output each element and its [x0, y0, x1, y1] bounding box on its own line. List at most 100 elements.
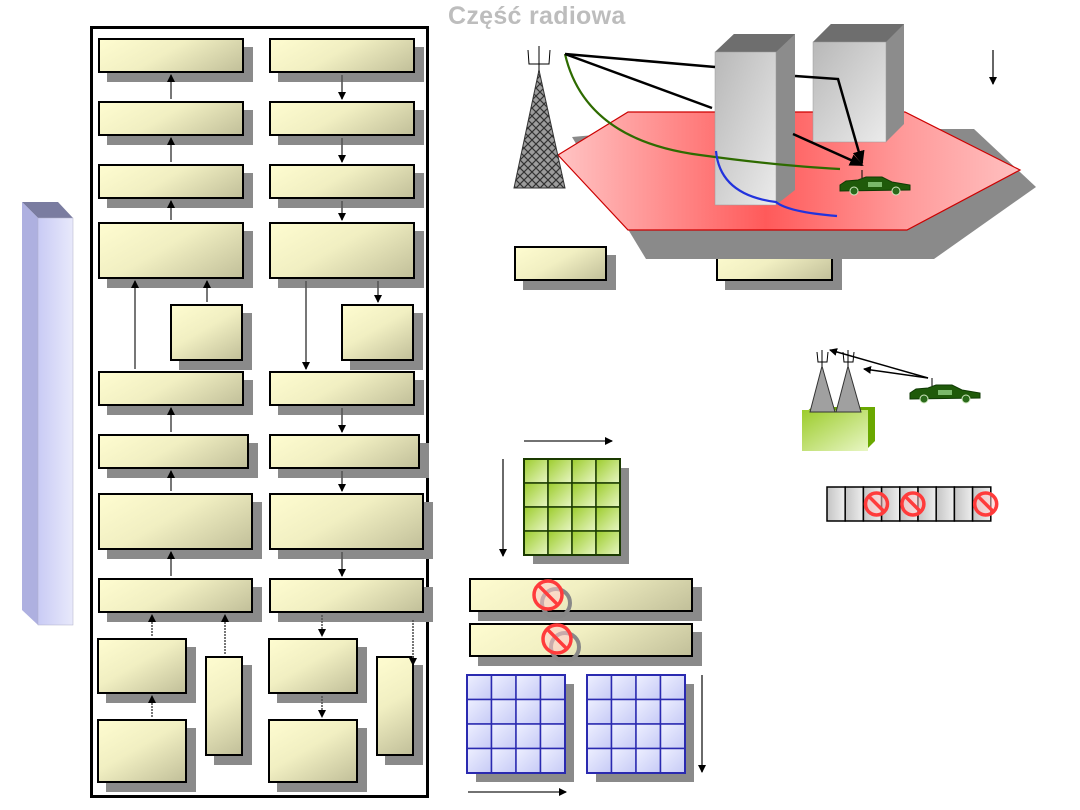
grid-cell: [490, 698, 517, 725]
stack-block-right-4: [269, 222, 415, 279]
stack-block-left-4: [98, 222, 244, 279]
path-green: [563, 53, 841, 171]
grid-cell: [515, 674, 542, 701]
grid-cell: [571, 506, 597, 532]
stack-block-left-1: [98, 38, 244, 73]
grid-cell: [635, 723, 662, 750]
grid-cell: [547, 458, 573, 484]
grid-cell: [586, 747, 613, 774]
stack-block-right-10: [268, 638, 358, 694]
stack-block-left-10: [97, 638, 187, 694]
grid-cell: [595, 530, 621, 556]
green-grid: [523, 458, 629, 564]
grid-cell: [595, 458, 621, 484]
grid-cell: [539, 747, 566, 774]
blocked-bar-symbols: [532, 579, 581, 663]
grid-cell: [610, 674, 637, 701]
side-pillar-shape: [22, 202, 74, 626]
grid-cell: [490, 674, 517, 701]
blocked-icon: [541, 623, 581, 663]
grid-cell: [523, 530, 549, 556]
stack-block-right-3: [269, 164, 415, 199]
grid-cell: [659, 698, 686, 725]
mobile-car-icon-small: [909, 378, 981, 404]
protocol-stack-frame: [90, 26, 429, 798]
grid-cell: [635, 747, 662, 774]
grid-cell: [490, 723, 517, 750]
blocked-bar-2: [469, 623, 693, 657]
building-1: [714, 34, 795, 206]
green-grid-shape: [523, 458, 629, 564]
scene-block-1: [514, 246, 607, 281]
stack-block-left-5-small: [170, 304, 243, 361]
grid-cell: [571, 482, 597, 508]
stack-block-right-11-tall: [376, 656, 414, 756]
stack-arrows-up: [131, 74, 211, 576]
stack-block-right-2: [269, 101, 415, 136]
path-blue: [714, 150, 838, 218]
stack-block-left-11-tall: [205, 656, 243, 756]
stack-block-right-5-small: [341, 304, 414, 361]
grid-cell: [571, 530, 597, 556]
grid-cell: [547, 482, 573, 508]
grid-cell: [466, 674, 493, 701]
stack-block-right-8: [269, 493, 424, 550]
stack-arrows-down-dotted: [318, 615, 417, 718]
blue-grid-arrows: [468, 675, 706, 796]
blocked-icon: [900, 491, 926, 517]
slot: [826, 486, 846, 522]
stack-block-right-6: [269, 371, 415, 406]
stack-arrows-up-dotted: [148, 614, 229, 717]
grid-cell: [523, 482, 549, 508]
grid-cell: [523, 458, 549, 484]
stack-block-left-2: [98, 101, 244, 136]
blocked-icon: [863, 491, 890, 517]
stack-block-left-3: [98, 164, 244, 199]
grid-cell: [659, 723, 686, 750]
grid-cell: [539, 723, 566, 750]
grid-cell: [586, 723, 613, 750]
building-2: [812, 24, 904, 143]
stack-block-right-7: [269, 434, 420, 469]
grid-cell: [466, 747, 493, 774]
grid-cell: [523, 506, 549, 532]
grid-cell: [610, 723, 637, 750]
diagram-title: Część radiowa: [448, 2, 626, 30]
grid-cell: [515, 747, 542, 774]
grid-cell: [515, 723, 542, 750]
radio-cell-hexagon: [557, 111, 1036, 259]
grid-cell: [659, 674, 686, 701]
grid-cell: [515, 698, 542, 725]
grid-cell: [466, 698, 493, 725]
stack-block-right-9: [269, 578, 424, 613]
stack-block-right-12: [268, 719, 358, 783]
stack-block-left-9: [98, 578, 253, 613]
grid-cell: [610, 747, 637, 774]
base-station-box: [802, 350, 875, 451]
slot: [935, 486, 956, 522]
blocked-icon: [532, 579, 572, 619]
base-station-tower: [513, 46, 566, 189]
stack-block-left-7: [98, 434, 249, 469]
blue-grid-2: [586, 674, 694, 782]
blue-grid-1: [466, 674, 574, 782]
slot-bar: [826, 486, 999, 522]
grid-cell: [490, 747, 517, 774]
stack-arrows-down: [302, 75, 382, 577]
grid-cell: [539, 698, 566, 725]
grid-cell: [571, 458, 597, 484]
blue-grids: [466, 674, 694, 782]
blocked-bar-1: [469, 578, 693, 612]
grid-cell: [466, 723, 493, 750]
uplink-arrows: [829, 348, 929, 379]
slot: [844, 486, 865, 522]
grid-cell: [586, 674, 613, 701]
stack-block-right-1: [269, 38, 415, 73]
grid-cell: [595, 506, 621, 532]
slot: [953, 486, 974, 522]
stack-block-left-6: [98, 371, 244, 406]
stack-block-left-12: [97, 719, 187, 783]
stack-block-left-8: [98, 493, 253, 550]
